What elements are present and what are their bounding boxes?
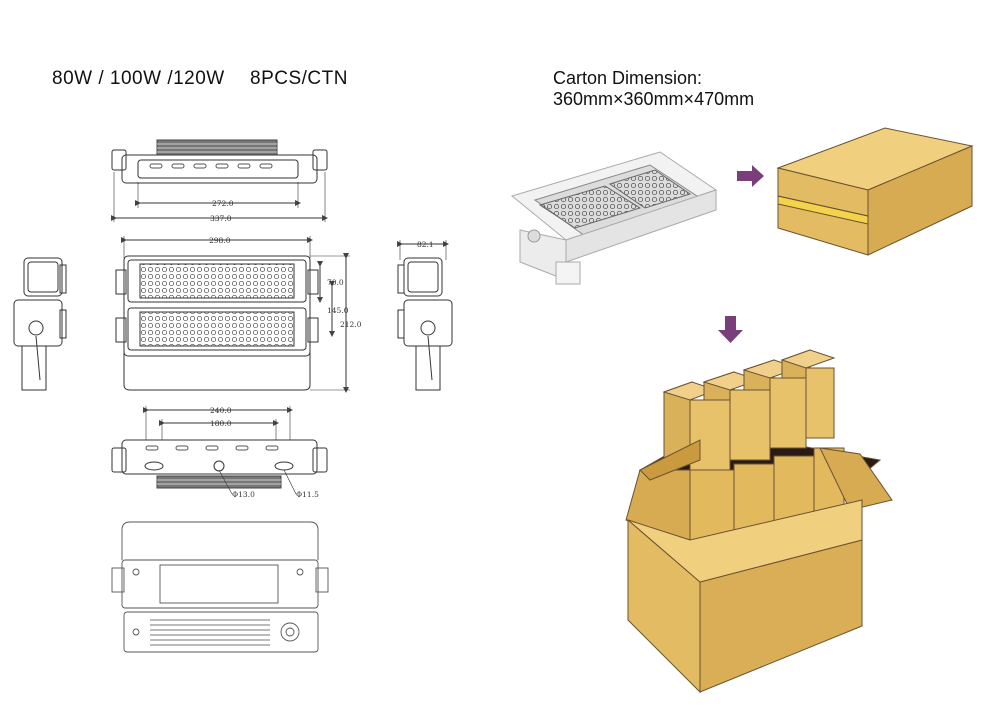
dim-pitch: 145.0 — [327, 306, 349, 315]
pack-quantity-title: 8PCS/CTN — [250, 68, 348, 89]
arrow-down-icon — [718, 316, 743, 343]
dim-side-depth: 82.1 — [417, 240, 434, 249]
dim-hole-large: Φ13.0 — [232, 490, 255, 499]
dim-total-height: 212.0 — [340, 320, 362, 329]
dim-hole-small: Φ11.5 — [296, 490, 319, 499]
luminaire-illustration — [510, 151, 718, 285]
side-view-left — [13, 257, 67, 391]
wattage-title: 80W / 100W /120W — [52, 68, 225, 89]
back-view — [111, 521, 329, 653]
dim-bottom-inner: 180.0 — [210, 419, 232, 428]
carton-dimension-label: Carton Dimension: 360mm×360mm×470mm — [553, 68, 754, 110]
dim-top-inner: 272.0 — [212, 199, 234, 208]
dim-front-width: 298.0 — [209, 236, 231, 245]
top-view — [111, 139, 328, 222]
carton-dimension-size: 360mm×360mm×470mm — [553, 89, 755, 109]
dim-module-height: 70.0 — [327, 278, 344, 287]
closed-carton — [776, 127, 974, 256]
side-view-right — [397, 240, 453, 391]
dim-top-outer: 337.0 — [210, 214, 232, 223]
front-view — [115, 236, 350, 393]
open-carton — [625, 349, 893, 694]
bottom-view — [111, 406, 328, 495]
carton-dimension-title: Carton Dimension: — [553, 68, 703, 88]
arrow-right-icon — [737, 165, 764, 187]
dim-bottom-outer: 240.0 — [210, 406, 232, 415]
